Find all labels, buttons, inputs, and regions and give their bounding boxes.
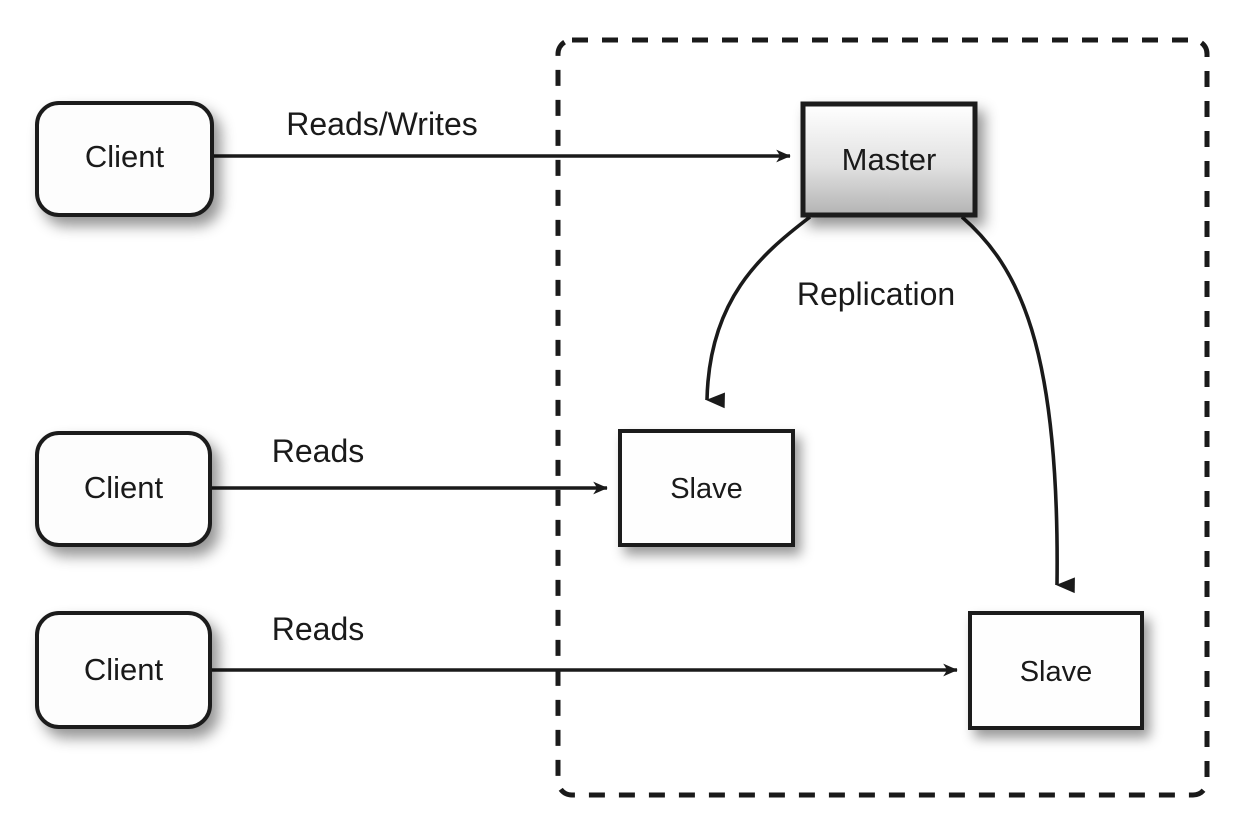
master-box[interactable] bbox=[800, 101, 978, 218]
edge-label-replication: Replication bbox=[797, 276, 955, 312]
edge-master-slave1 bbox=[705, 215, 812, 409]
node-slave-2[interactable]: Slave bbox=[968, 611, 1144, 730]
node-client-3[interactable]: Client bbox=[35, 611, 212, 729]
client-1-box[interactable] bbox=[35, 101, 214, 217]
client-3-label: Client bbox=[84, 652, 164, 687]
slave-1-box[interactable] bbox=[618, 429, 795, 547]
client-1-label: Client bbox=[85, 139, 165, 174]
node-client-1[interactable]: Client bbox=[35, 101, 214, 217]
edge-label-reads-writes: Reads/Writes bbox=[286, 106, 477, 142]
node-client-2[interactable]: Client bbox=[35, 431, 212, 547]
edge-master-slave2 bbox=[960, 215, 1075, 594]
master-label: Master bbox=[842, 142, 937, 177]
client-2-label: Client bbox=[84, 470, 164, 505]
client-3-box[interactable] bbox=[35, 611, 212, 729]
client-2-box[interactable] bbox=[35, 431, 212, 547]
edge-label-reads-slave2: Reads bbox=[272, 611, 365, 647]
slave-2-label: Slave bbox=[1020, 656, 1093, 688]
edge-curve-master-slave2 bbox=[960, 215, 1075, 594]
database-cluster-boundary bbox=[555, 37, 1210, 798]
edge-label-reads-slave1: Reads bbox=[272, 433, 365, 469]
edge-curve-master-slave1 bbox=[705, 215, 812, 409]
node-slave-1[interactable]: Slave bbox=[618, 429, 795, 547]
slave-2-box[interactable] bbox=[968, 611, 1144, 730]
node-master[interactable]: Master bbox=[800, 101, 978, 218]
slave-1-label: Slave bbox=[670, 473, 743, 505]
